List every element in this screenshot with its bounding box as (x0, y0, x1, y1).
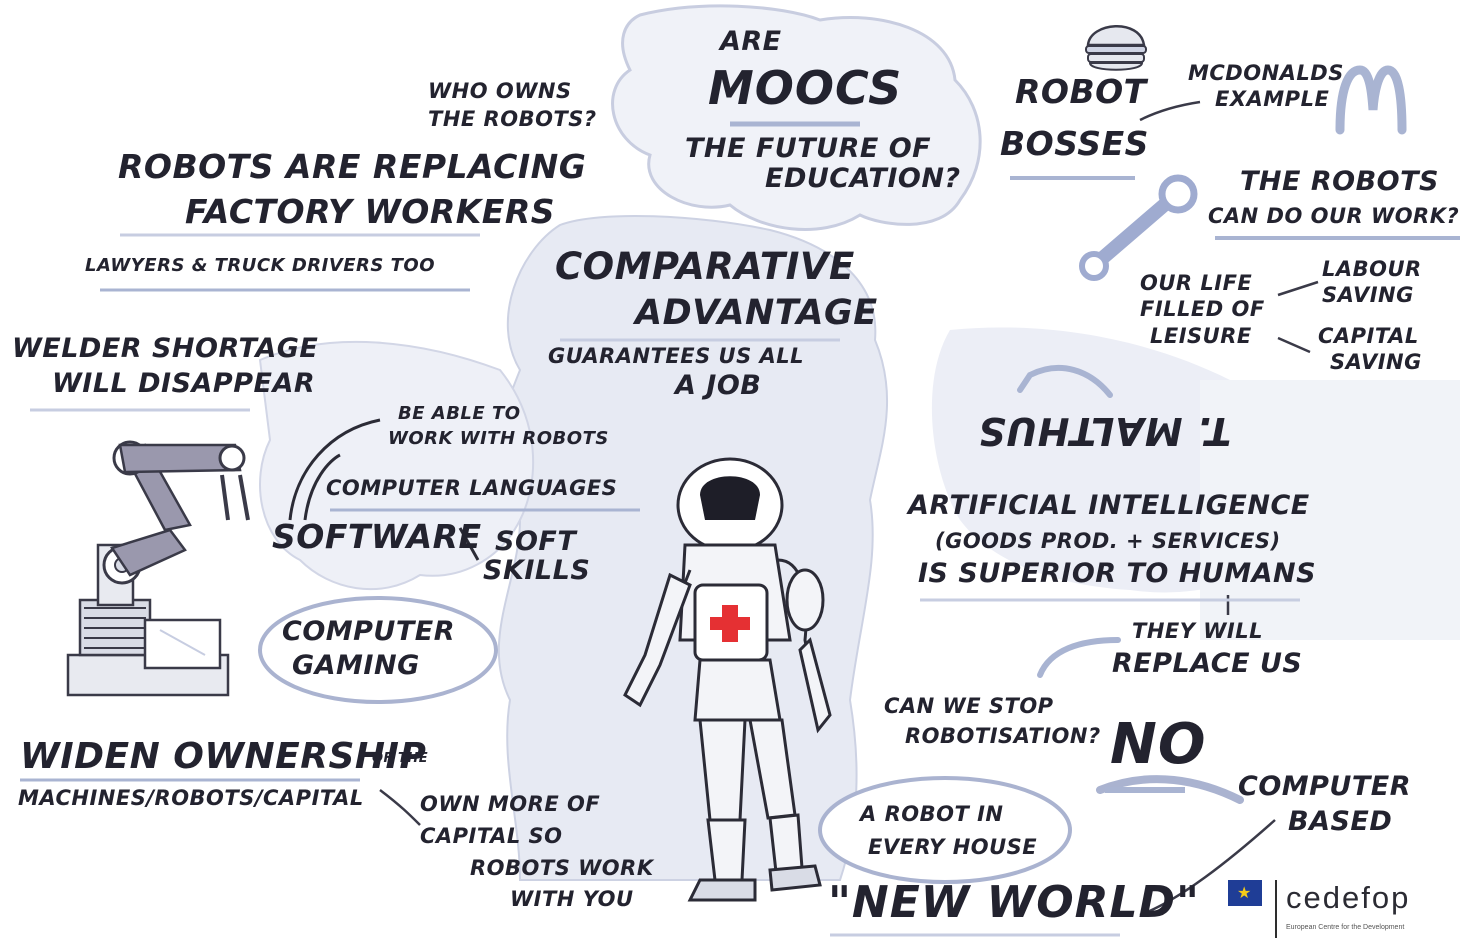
cedefop-logo: cedefop (1286, 880, 1411, 915)
robot-arm-illustration (66, 440, 250, 697)
capital-line-1: Capital (1318, 324, 1419, 348)
life-line-3: leisure (1150, 324, 1252, 348)
no-answer: No (1110, 712, 1207, 777)
computer-languages: Computer Languages (326, 476, 618, 500)
replacing-line-1: Robots are Replacing (118, 147, 587, 186)
left-wash (258, 340, 535, 591)
own-line-2: Capital so (420, 824, 563, 848)
replace-line-2: Replace us (1112, 648, 1303, 679)
labour-connector (1277, 280, 1319, 297)
robots-work-line-2: can do our work? (1208, 204, 1460, 228)
software-label: Software (272, 517, 482, 556)
computer-based-line-2: Based (1288, 806, 1393, 837)
widen-connector (379, 789, 421, 826)
computer-based-line-1: Computer (1238, 771, 1412, 802)
soft-skills-line-2: Skills (483, 555, 591, 586)
burger-icon (1085, 25, 1147, 71)
moocs-are: Are (720, 26, 782, 57)
stop-line-2: Robotisation? (905, 724, 1101, 748)
eu-flag-icon (1228, 880, 1262, 906)
wrench-icon (1079, 174, 1198, 281)
gaming-line-2: Gaming (292, 650, 420, 681)
house-line-2: Every House (868, 835, 1038, 859)
robots-work-line-1: The Robots (1240, 166, 1439, 197)
robot-bosses-line-2: Bosses (1000, 124, 1149, 163)
who-owns-line-1: Who owns (428, 79, 572, 103)
malthus-upside-down: T. Malthus (978, 408, 1232, 453)
world-swoosh (1096, 775, 1244, 804)
comparative-line-1: Comparative (555, 245, 855, 288)
capital-connector (1277, 336, 1311, 354)
cedefop-subtitle: European Centre for the Development (1286, 924, 1405, 931)
who-owns-line-2: the Robots? (428, 107, 597, 131)
labour-line-2: Saving (1322, 283, 1414, 307)
ai-line-1: Artificial Intelligence (908, 490, 1310, 521)
guarantees-line-1: Guarantees us all (548, 344, 805, 368)
mcdonalds-line-1: McDonalds (1188, 61, 1344, 85)
cycle-arrow (1017, 364, 1113, 398)
gaming-line-1: Computer (282, 616, 456, 647)
m-logo-icon (1335, 65, 1407, 135)
stop-line-1: Can we Stop (884, 694, 1054, 718)
gaming-bubble (258, 596, 498, 704)
soft-skills-line-1: Soft (495, 526, 577, 557)
widen-line-2: Machines/Robots/Capital (18, 786, 364, 810)
software-bracket (288, 418, 381, 521)
house-bubble (818, 776, 1072, 884)
based-connector (1139, 819, 1276, 917)
work-with-line-2: work with Robots (388, 428, 609, 449)
moocs-title: MOOCs (708, 61, 903, 115)
life-line-2: filled of (1140, 297, 1265, 321)
bosses-connector (1139, 100, 1201, 122)
moocs-cloud (611, 4, 982, 231)
welder-line-1: Welder Shortage (12, 333, 319, 364)
mcdonalds-line-2: Example (1215, 87, 1330, 111)
comparative-line-2: Advantage (635, 293, 878, 333)
lawyers-note: Lawyers & Truck Drivers too (85, 255, 436, 276)
capital-line-2: Saving (1330, 350, 1422, 374)
ai-line-2: (Goods prod. + Services) (935, 529, 1281, 553)
widen-of-the: of the (372, 751, 429, 766)
own-line-3: Robots work (470, 856, 654, 880)
work-with-line-1: Be able to (398, 403, 521, 424)
welder-line-2: will disappear (52, 368, 316, 399)
house-line-1: A Robot in (860, 802, 1004, 826)
own-line-1: Own more of (420, 792, 601, 816)
robot-bosses-line-1: Robot (1015, 72, 1147, 111)
widen-line-1: Widen Ownership (20, 736, 427, 777)
humanoid-robot-illustration (623, 457, 832, 902)
moocs-subtitle-2: Education? (765, 163, 961, 194)
replace-arrow (1037, 637, 1121, 678)
moocs-subtitle-1: The Future of (685, 133, 932, 164)
soft-skills-slash (458, 527, 480, 561)
replace-line-1: They will (1132, 619, 1264, 643)
labour-line-1: Labour (1322, 257, 1422, 281)
guarantees-line-2: a Job (675, 370, 762, 401)
right-hatch (1200, 380, 1460, 640)
logo-divider (1275, 880, 1277, 938)
life-line-1: Our life (1140, 271, 1253, 295)
replacing-line-2: Factory Workers (185, 192, 556, 231)
new-world: "New World" (828, 877, 1200, 928)
own-line-4: with you (510, 887, 634, 911)
ai-line-3: is Superior to Humans (918, 558, 1317, 589)
